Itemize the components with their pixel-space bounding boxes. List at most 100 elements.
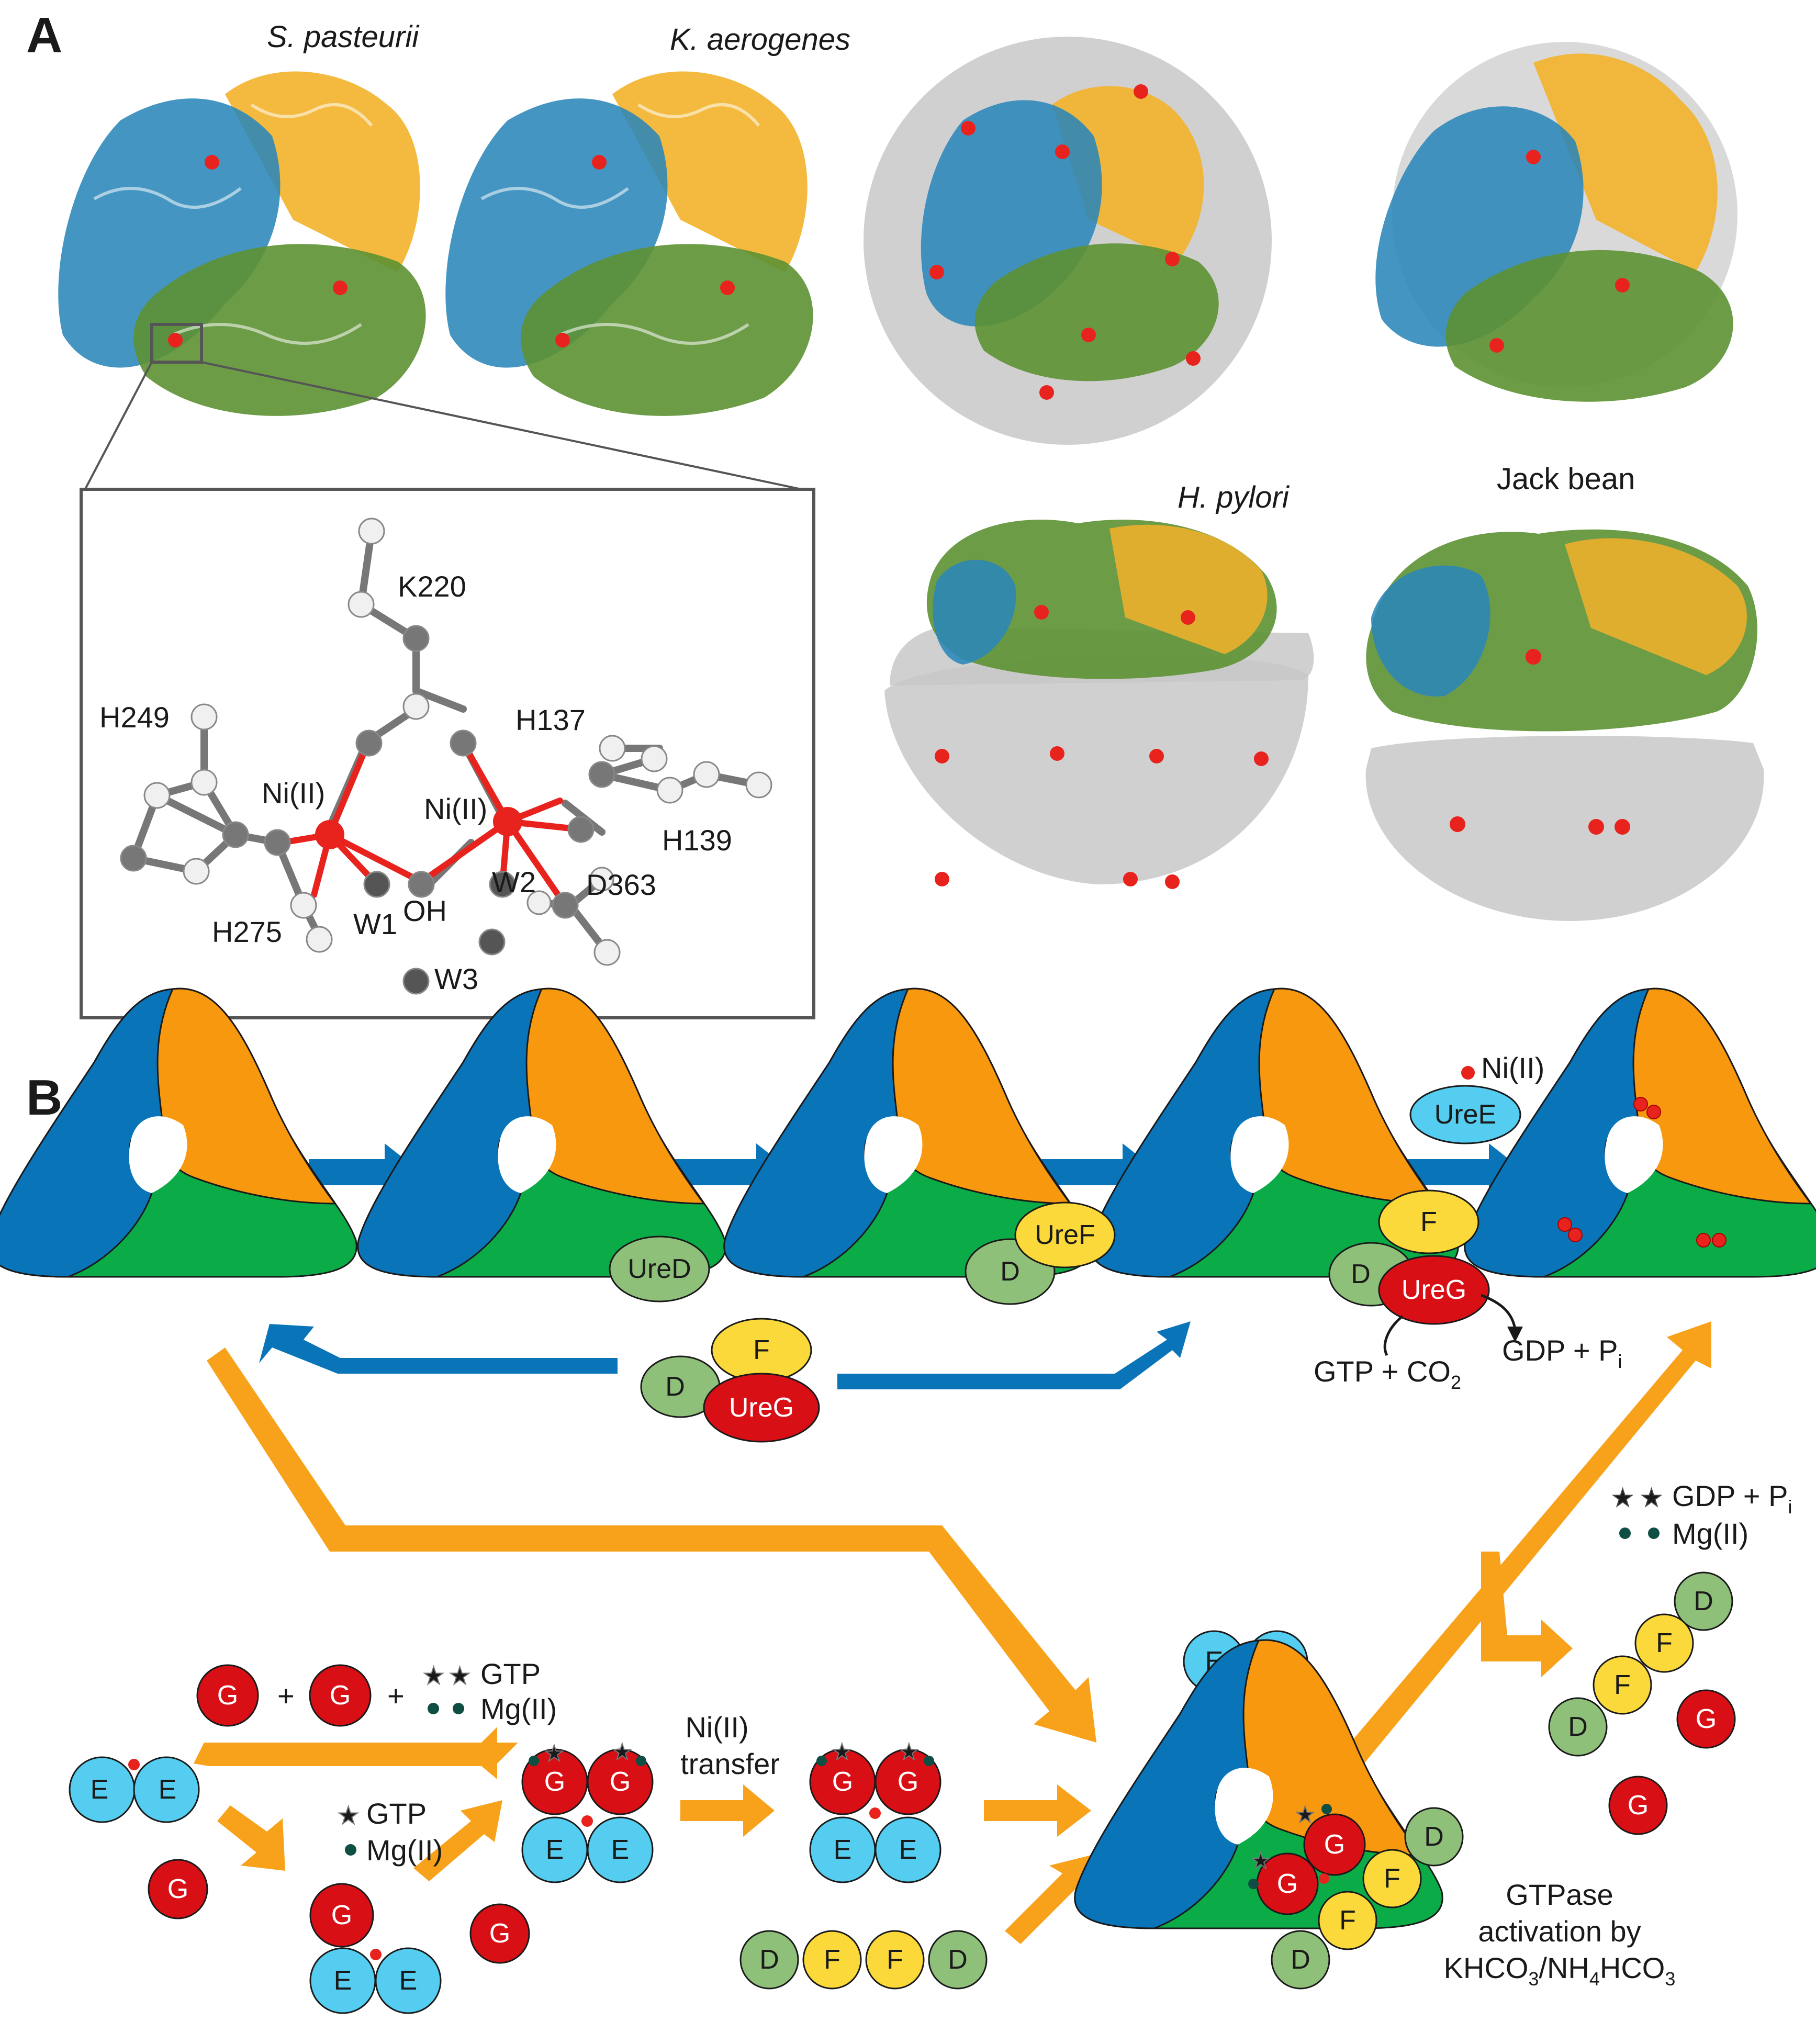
species-label-h-pylori: H. pylori (1178, 480, 1290, 514)
label-w2: W2 (492, 866, 536, 899)
ni-transfer-line1: Ni(II) (685, 1711, 748, 1744)
svg-text:F: F (753, 1335, 770, 1365)
svg-text:E: E (399, 1966, 418, 1996)
udfg-complex: D F UreG (1328, 1189, 1490, 1325)
svg-text:G: G (898, 1767, 918, 1797)
svg-text:★: ★ (1612, 1484, 1633, 1511)
svg-text:GTP: GTP (480, 1657, 541, 1690)
svg-text:GTP: GTP (366, 1797, 427, 1830)
svg-text:G: G (489, 1918, 510, 1949)
panel-a-label: A (26, 7, 62, 63)
g-released-1: G (1676, 1689, 1736, 1749)
reaction-out-label: GDP + Pi (1502, 1334, 1622, 1372)
svg-text:+: + (277, 1679, 295, 1712)
svg-text:E: E (611, 1835, 630, 1865)
svg-text:★: ★ (449, 1662, 470, 1689)
orange-arrows (194, 1321, 1711, 1944)
svg-text:G: G (544, 1767, 565, 1797)
svg-text:Mg(II): Mg(II) (1672, 1517, 1748, 1550)
svg-text:D: D (1694, 1586, 1713, 1616)
urease-apo-2 (357, 987, 726, 1278)
products-legend-right: ★ ★ GDP + Pi Mg(II) (1611, 1479, 1792, 1550)
g-released-2: G (1608, 1776, 1668, 1835)
svg-text:★: ★ (1295, 1802, 1315, 1827)
gg-ee-complex-2: G G E E ★ ★ (809, 1739, 941, 1883)
svg-text:UreG: UreG (729, 1392, 794, 1423)
structure-h-pylori-side (884, 520, 1314, 889)
label-h275: H275 (212, 915, 282, 948)
svg-text:D: D (1351, 1259, 1371, 1289)
species-label-k-aerogenes: K. aerogenes (670, 23, 850, 57)
ni-transfer-line2: transfer (680, 1747, 780, 1780)
svg-text:G: G (217, 1680, 238, 1711)
svg-text:F: F (1339, 1905, 1356, 1936)
svg-text:D: D (1291, 1945, 1310, 1975)
svg-text:F: F (1420, 1207, 1437, 1237)
panel-b-label: B (26, 1070, 62, 1126)
g-on-uree-dimer: G E E (309, 1883, 442, 2014)
svg-text:G: G (1696, 1704, 1717, 1734)
svg-text:★: ★ (832, 1739, 852, 1764)
svg-text:UreF: UreF (1035, 1220, 1095, 1250)
structure-h-pylori-top (864, 37, 1272, 445)
structure-k-aerogenes (445, 71, 813, 416)
active-site-inset: K220 H249 H137 Ni(II) Ni(II) H139 D363 W… (80, 488, 815, 1019)
activation-complex: G G ★ ★ D F F D (1248, 1802, 1464, 1990)
svg-text:D: D (948, 1945, 968, 1975)
label-ni-2: Ni(II) (424, 792, 487, 825)
structure-s-pasteurii (58, 71, 426, 416)
svg-text:G: G (330, 1680, 351, 1711)
svg-text:G: G (1628, 1790, 1649, 1821)
svg-text:★: ★ (1641, 1484, 1662, 1511)
species-label-s-pasteurii: S. pasteurii (267, 20, 420, 54)
svg-text:E: E (834, 1835, 852, 1865)
svg-text:D: D (665, 1372, 685, 1402)
g-monomer-right-of-complex: G (469, 1903, 530, 1964)
gtpase-line2: activation by (1478, 1915, 1641, 1948)
ured-complex-1: UreD (609, 1236, 710, 1302)
svg-text:G: G (331, 1900, 352, 1930)
gtp-mg-legend-middle: ★ GTP Mg(II) (337, 1797, 443, 1867)
ni-atom-2 (493, 807, 522, 836)
svg-text:E: E (91, 1775, 109, 1805)
svg-text:G: G (1324, 1829, 1345, 1860)
dffd-chain-released: D F F D (1548, 1571, 1733, 1757)
urease-apo-1 (0, 987, 357, 1278)
g-monomers-row: G + G + ★ ★ GTP Mg(II) (196, 1657, 557, 1727)
dfg-complex-middle: D F UreG (640, 1318, 820, 1443)
svg-text:G: G (832, 1767, 853, 1797)
svg-text:Ni(II): Ni(II) (1481, 1051, 1544, 1084)
svg-text:F: F (824, 1945, 840, 1975)
svg-text:UreE: UreE (1434, 1099, 1496, 1130)
svg-text:★: ★ (612, 1739, 632, 1764)
label-ni-1: Ni(II) (262, 777, 325, 810)
svg-text:★: ★ (423, 1662, 444, 1689)
svg-text:GDP + Pi: GDP + Pi (1672, 1479, 1792, 1518)
species-label-jack-bean: Jack bean (1497, 462, 1635, 496)
svg-text:F: F (1614, 1670, 1631, 1700)
svg-text:E: E (546, 1835, 564, 1865)
svg-text:★: ★ (899, 1739, 919, 1764)
structure-jack-bean-side (1365, 529, 1764, 921)
label-h139: H139 (662, 824, 732, 857)
svg-text:E: E (899, 1835, 917, 1865)
dffd-chain: D F F D (739, 1930, 988, 1990)
label-w1: W1 (353, 907, 397, 940)
urease-holo (1464, 987, 1816, 1278)
gg-ee-complex-1: G G E E ★ ★ (521, 1739, 654, 1883)
svg-text:★: ★ (338, 1802, 359, 1829)
svg-text:F: F (887, 1945, 903, 1975)
uree-dimer-ni: E E (69, 1756, 200, 1823)
svg-text:G: G (1277, 1869, 1298, 1899)
label-d363: D363 (586, 868, 656, 901)
svg-text:Mg(II): Mg(II) (480, 1692, 557, 1725)
svg-text:G: G (167, 1874, 188, 1904)
svg-text:F: F (1384, 1863, 1400, 1894)
svg-text:★: ★ (544, 1741, 564, 1766)
svg-text:D: D (1000, 1256, 1020, 1287)
reaction-in-label: GTP + CO2 (1314, 1355, 1461, 1393)
ni-ions-holo (1557, 1097, 1727, 1248)
svg-text:D: D (759, 1945, 779, 1975)
g-monomer-left: G (148, 1859, 208, 1919)
